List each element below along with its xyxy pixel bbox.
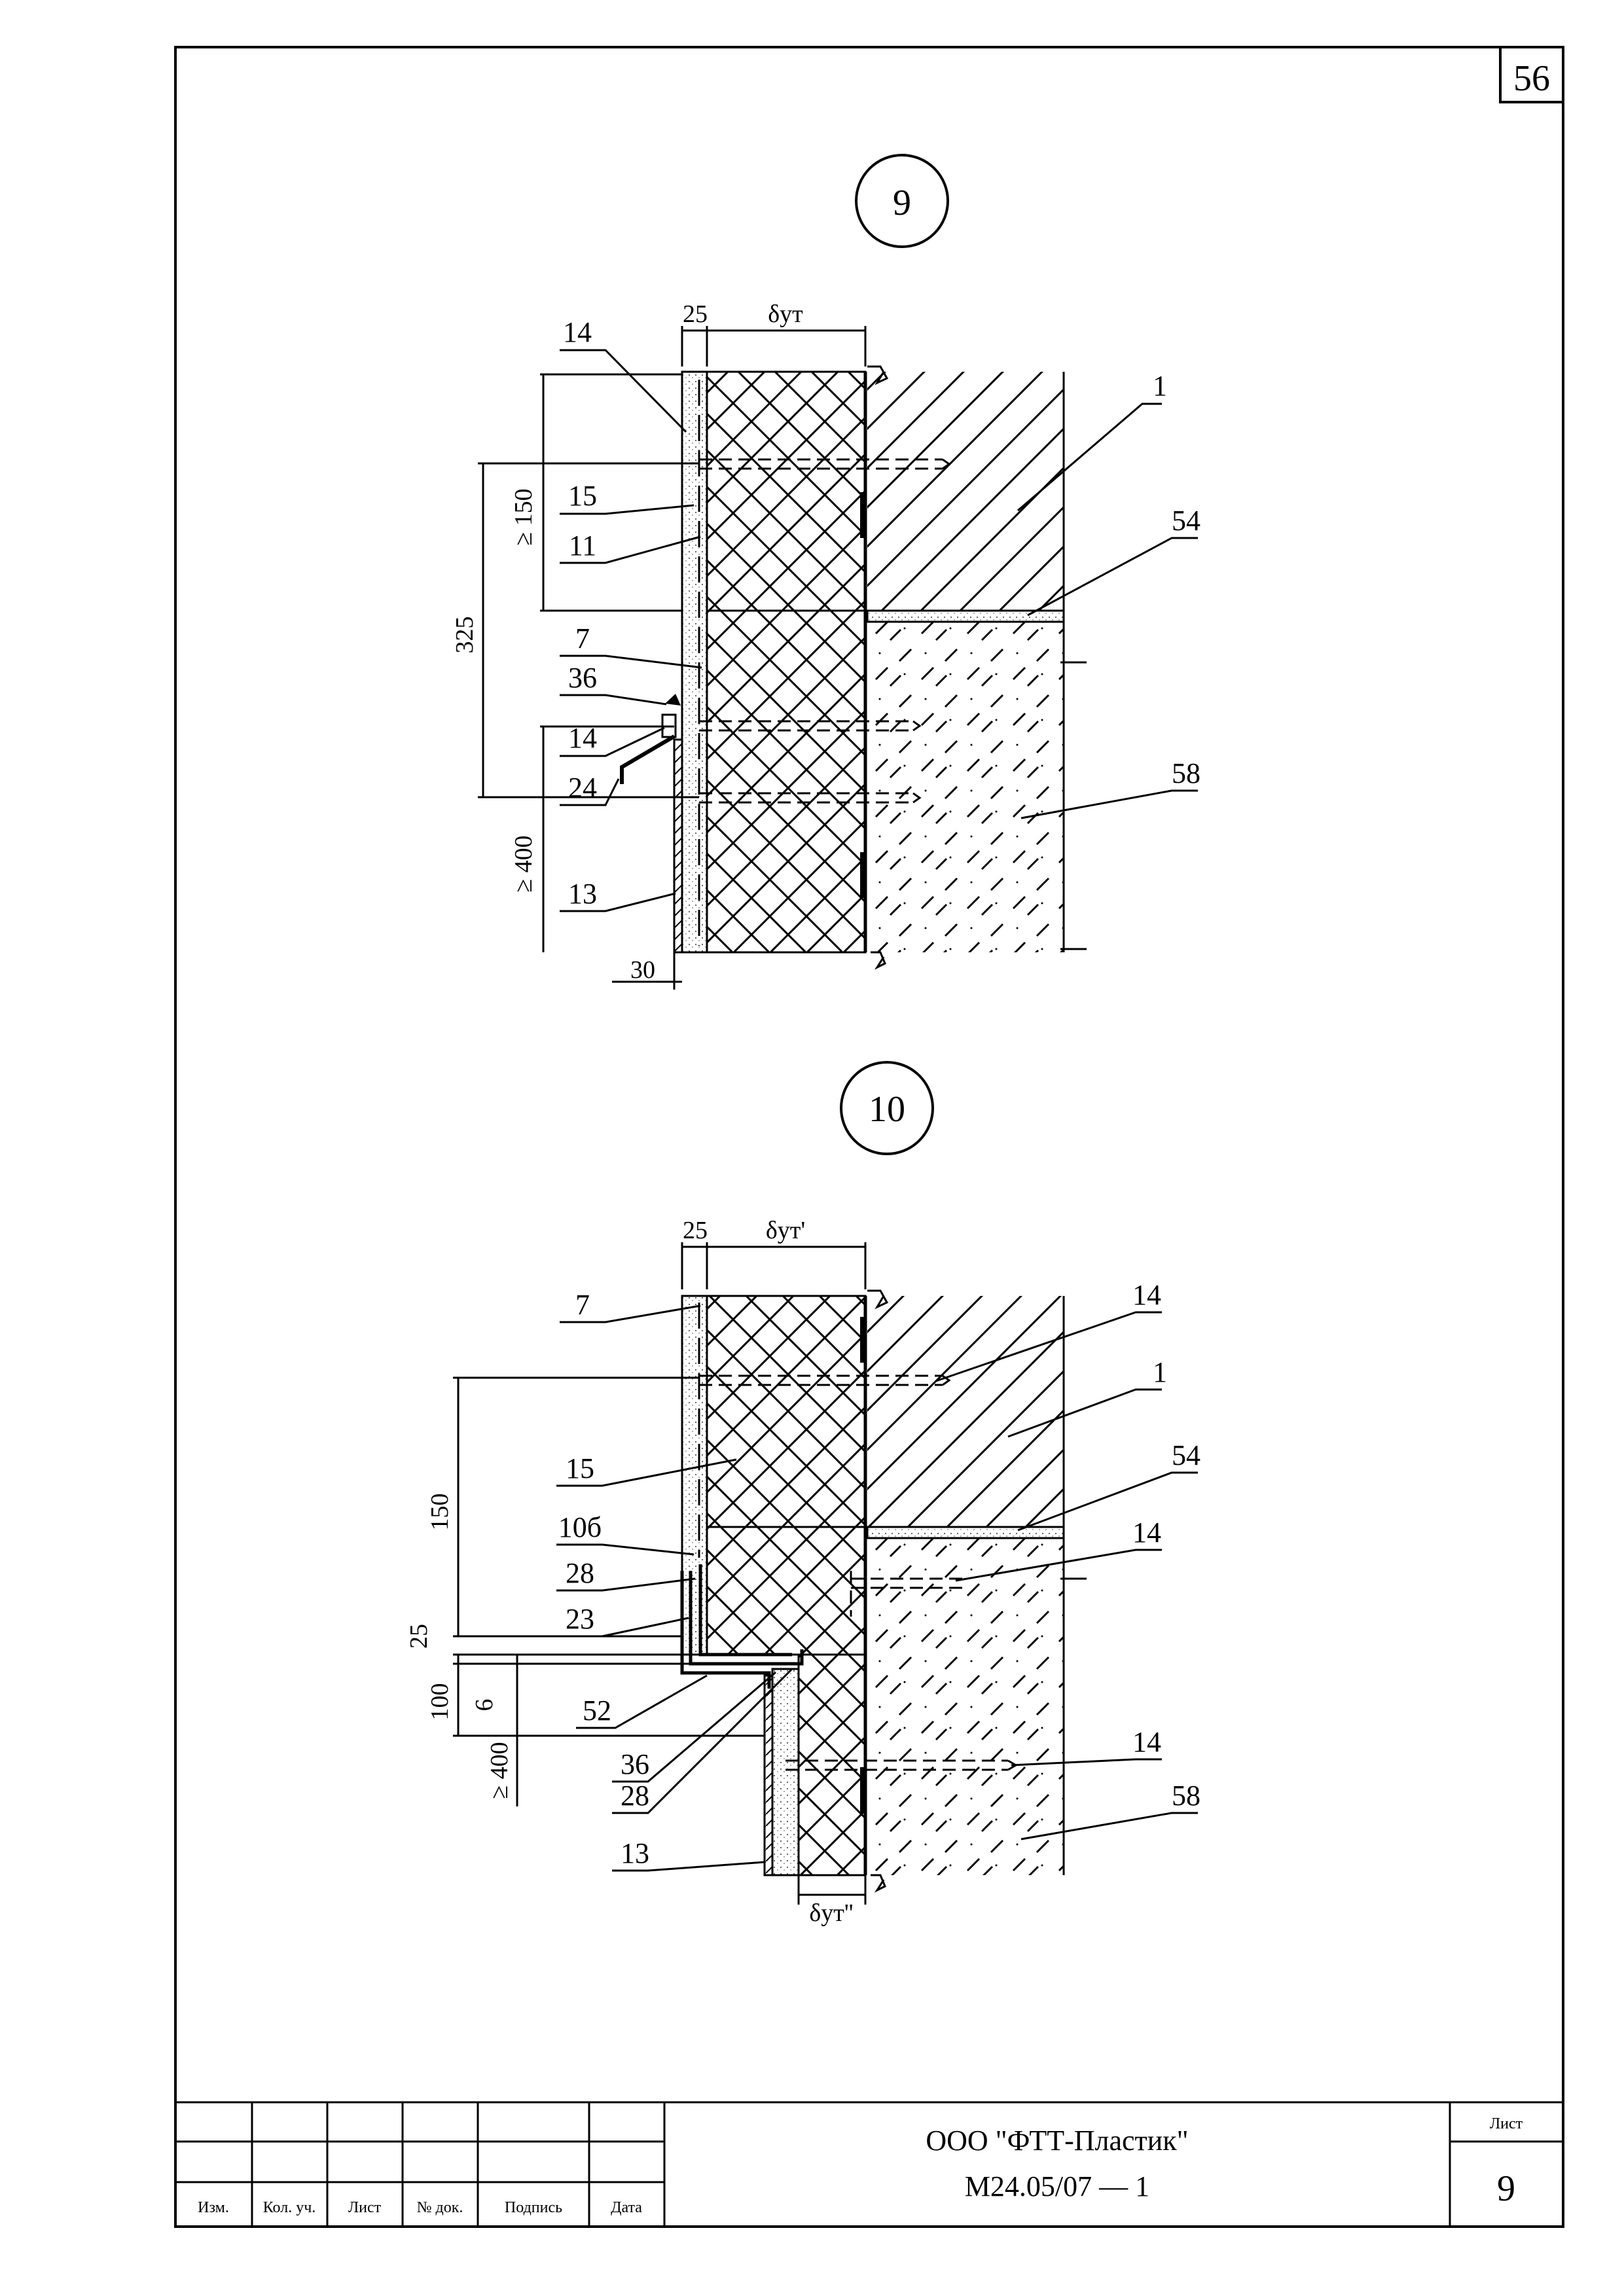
tb-company: ООО "ФТТ-Пластик" (926, 2125, 1188, 2157)
dim-25: 25 (683, 300, 708, 328)
detail-9-marker-label: 9 (893, 183, 911, 223)
anchor-dowels (699, 458, 951, 804)
dim-325: 325 (451, 617, 478, 654)
sealant-bead (665, 694, 681, 706)
callout-52: 52 (583, 1695, 611, 1727)
dimension-lines-10 (453, 1242, 867, 1905)
callout-15: 15 (568, 480, 597, 512)
dim-delta-ut2: δут'' (809, 1899, 853, 1927)
callout-14-a: 14 (1132, 1279, 1161, 1311)
render-layer-upper (681, 1295, 708, 1656)
dim-25: 25 (683, 1217, 708, 1244)
dim-delta-ut1: δут' (766, 1217, 805, 1244)
drip-flashing (620, 713, 677, 784)
callout-23: 23 (566, 1603, 594, 1635)
sheet-frame (174, 46, 1564, 2228)
callout-36: 36 (568, 662, 597, 694)
callout-28-a: 28 (566, 1557, 594, 1589)
dim-400: ≥ 400 (486, 1742, 513, 1799)
leaders-9 (560, 349, 1198, 912)
callout-13: 13 (568, 878, 597, 910)
callout-1: 1 (1153, 1356, 1167, 1388)
insulation-lower (797, 1653, 867, 1876)
callout-13: 13 (621, 1837, 649, 1869)
callout-7: 7 (575, 622, 590, 655)
tb-doc-code: М24.05/07 — 1 (965, 2170, 1149, 2202)
concrete-wall (867, 1538, 1064, 1875)
dim-delta-ut: δут (768, 300, 803, 328)
break-lines (867, 1289, 1087, 1893)
callout-1: 1 (1153, 370, 1167, 402)
detail-9-marker (855, 154, 949, 248)
callout-14-a: 14 (563, 316, 592, 348)
insulation-mid (706, 1526, 867, 1656)
tb-col-data: Дата (611, 2199, 642, 2216)
callout-14-c: 14 (1132, 1726, 1161, 1758)
detail-9: 9 (451, 154, 1200, 990)
tb-col-dok: № док. (417, 2199, 463, 2216)
detail-10: 10 (405, 1061, 1200, 1927)
dim-150: ≥ 150 (510, 488, 537, 545)
callout-36: 36 (621, 1748, 649, 1780)
callout-10b: 10б (558, 1511, 602, 1543)
brick-wall (867, 372, 1064, 611)
dim-150: 150 (426, 1494, 454, 1531)
tb-col-kol: Кол. уч. (263, 2199, 316, 2216)
callout-11: 11 (569, 529, 596, 562)
tb-sheet-label: Лист (1490, 2115, 1523, 2132)
callout-14-b: 14 (1132, 1516, 1161, 1549)
callout-28-b: 28 (621, 1780, 649, 1812)
callout-15: 15 (566, 1452, 594, 1484)
callout-58: 58 (1172, 757, 1200, 789)
break-lines (867, 365, 1087, 970)
concrete-wall (867, 622, 1064, 952)
title-block (175, 2101, 1563, 2227)
corner-number-box (1499, 46, 1564, 103)
render-layer-lower (771, 1668, 800, 1876)
dim-100: 100 (426, 1683, 454, 1721)
insulation-upper (706, 370, 867, 612)
corner-number: 56 (1513, 58, 1550, 99)
tb-col-list: Лист (348, 2199, 382, 2216)
dimension-lines-9 (478, 326, 867, 990)
insulation-lower (706, 609, 867, 954)
callout-24: 24 (568, 772, 597, 804)
callout-7: 7 (575, 1289, 590, 1321)
dim-30: 30 (630, 956, 655, 984)
tb-sheet-number: 9 (1497, 2168, 1515, 2209)
base-panel (763, 1674, 774, 1876)
mortar-joint (866, 1526, 1065, 1539)
callout-14-b: 14 (568, 722, 597, 754)
dim-25-b: 25 (405, 1624, 433, 1649)
insulation-upper (706, 1295, 867, 1528)
base-panel (673, 738, 683, 954)
callout-58: 58 (1172, 1780, 1200, 1812)
detail-10-marker (840, 1061, 934, 1155)
callout-54: 54 (1172, 1439, 1200, 1471)
tb-col-podpis: Подпись (505, 2199, 562, 2216)
tb-col-izm: Изм. (198, 2199, 229, 2216)
callout-54: 54 (1172, 505, 1200, 537)
dim-400: ≥ 400 (510, 835, 537, 892)
brick-wall (867, 1296, 1064, 1527)
leaders-10 (556, 1304, 1198, 1872)
detail-10-marker-label: 10 (869, 1089, 905, 1130)
dim-6: 6 (471, 1699, 498, 1712)
